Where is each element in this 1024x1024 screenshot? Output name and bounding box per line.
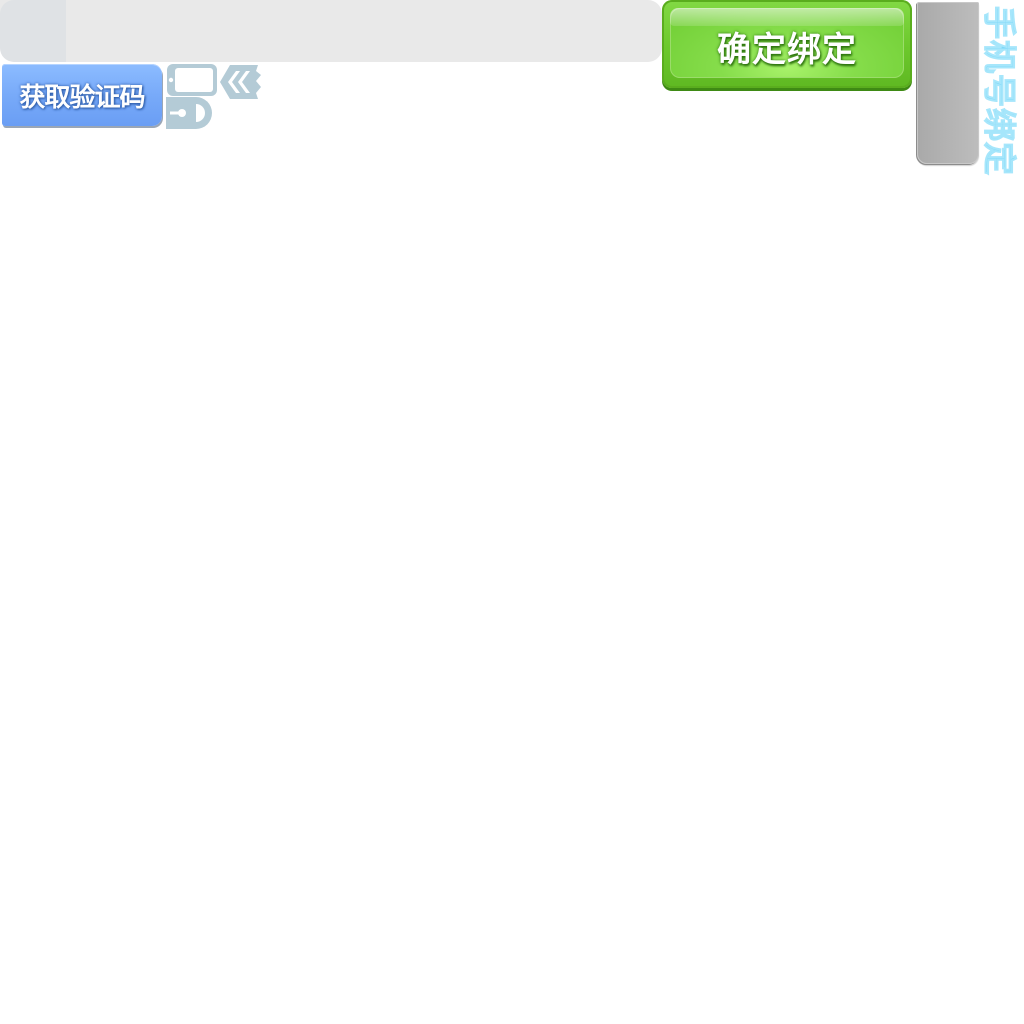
phone-input-field[interactable] xyxy=(0,0,662,62)
get-verification-code-button[interactable]: 获取验证码 xyxy=(2,64,162,126)
phone-icon xyxy=(166,63,218,97)
phone-bind-title-text: 手机号绑定 xyxy=(980,6,1020,177)
phone-bind-title: 手机号绑定 xyxy=(980,0,1022,182)
back-arrow-icon[interactable] xyxy=(218,63,262,101)
grey-tab-panel xyxy=(917,2,979,164)
confirm-button-gloss xyxy=(670,8,904,26)
confirm-bind-label: 确定绑定 xyxy=(717,30,857,70)
input-field-left-cap xyxy=(0,0,66,62)
lock-icon xyxy=(166,97,214,129)
get-code-label: 获取验证码 xyxy=(19,82,145,113)
confirm-bind-button[interactable]: 确定绑定 xyxy=(662,0,912,88)
